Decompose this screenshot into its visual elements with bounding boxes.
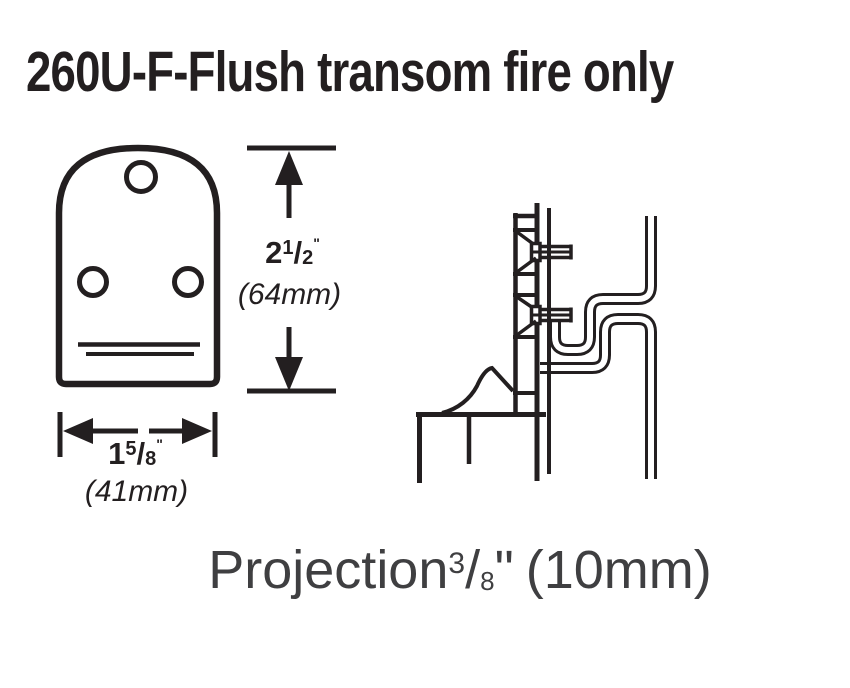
countersink-lower-line	[515, 256, 538, 274]
projection-denominator: 8	[480, 566, 495, 596]
height-whole: 2	[265, 235, 283, 270]
faceplate-front-view	[55, 144, 221, 388]
height-fraction-separator: /	[293, 235, 303, 270]
stop-profile-upper-core	[552, 216, 654, 353]
height-dim-up-arrowhead	[275, 151, 303, 185]
projection-metric: (10mm)	[525, 540, 712, 600]
width-fraction-separator: /	[136, 436, 146, 471]
width-unit-mark: "	[156, 436, 163, 452]
countersink-lower-line	[515, 319, 538, 337]
stop-profile-lower-core	[540, 316, 654, 479]
width-dimension	[57, 412, 218, 457]
mounting-screw-bottom	[515, 295, 573, 337]
height-dimension-metric: (64mm)	[237, 278, 342, 311]
projection-note: Projection3/8"(10mm)	[140, 543, 780, 597]
screw-hole-right	[172, 266, 204, 298]
width-dimension-metric: (41mm)	[84, 475, 189, 508]
height-dimension-label: 21/2"	[237, 236, 347, 268]
projection-unit-mark: "	[494, 540, 514, 600]
height-unit-mark: "	[313, 235, 320, 251]
width-numerator: 5	[125, 438, 137, 460]
screw-hole-top	[124, 160, 158, 194]
latch-bolt-ramp	[441, 365, 515, 415]
screw-hole-left	[77, 266, 109, 298]
page-title: 260U-F-Flush transom fire only	[26, 40, 674, 104]
width-denominator: 8	[145, 448, 157, 470]
height-numerator: 1	[282, 237, 294, 259]
width-whole: 1	[108, 436, 126, 471]
width-dimension-label: 15/8"	[80, 437, 190, 469]
faceplate-outline	[55, 144, 221, 388]
width-dim-right-arrowhead	[182, 418, 212, 444]
mounting-screw-top	[515, 230, 573, 274]
height-dimension	[247, 145, 336, 394]
projection-label: Projection	[208, 540, 449, 600]
width-dim-left-arrowhead	[63, 418, 93, 444]
height-denominator: 2	[302, 247, 314, 269]
projection-numerator: 3	[448, 547, 466, 580]
height-dim-down-arrowhead	[275, 357, 303, 391]
projection-fraction-separator: /	[465, 540, 481, 600]
section-side-view	[416, 203, 657, 483]
